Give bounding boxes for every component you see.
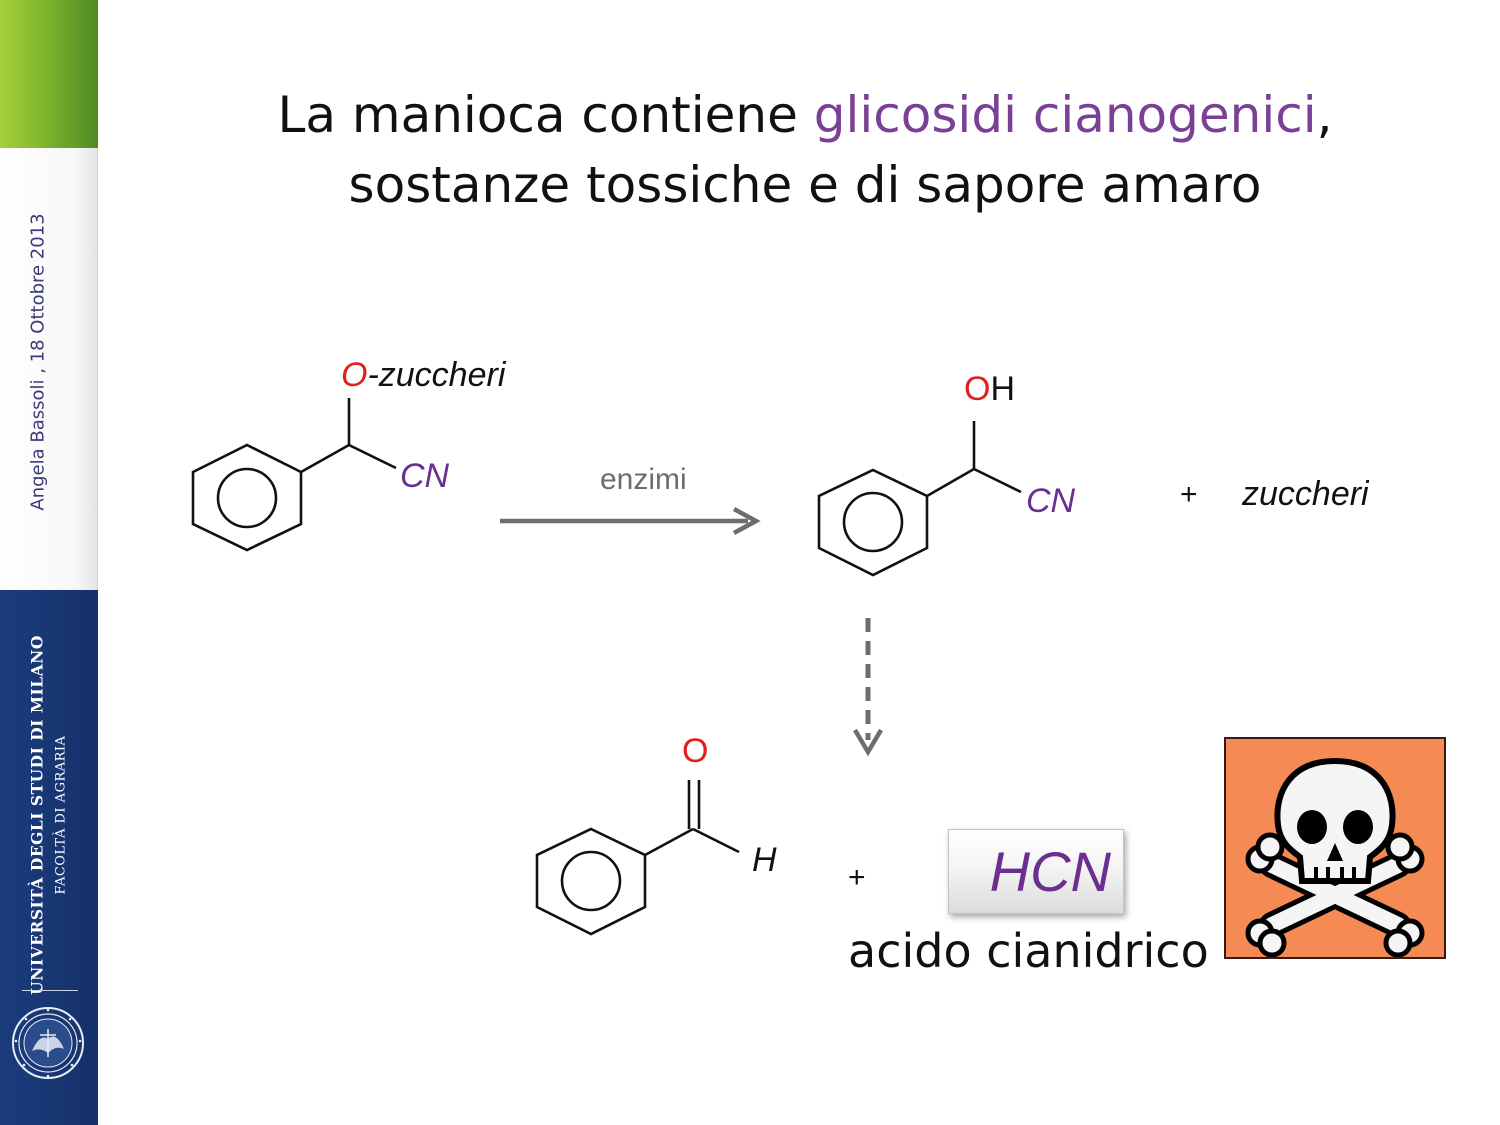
product-aromatic-circle [842, 491, 904, 553]
hazard-symbol-box [1224, 737, 1446, 959]
dashed-decomposition-arrow [853, 618, 883, 757]
benzaldehyde-aromatic-circle [560, 850, 622, 912]
benzaldehyde-o-label: O [682, 732, 709, 770]
arrow-label-enzimi: enzimi [600, 463, 687, 496]
slide-title: La manioca contiene glicosidi cianogenic… [180, 80, 1430, 220]
title-text-start: La manioca contiene [277, 86, 814, 144]
reactant-bond-cn [348, 443, 397, 470]
reaction-arrow [500, 507, 761, 535]
product-h-atom: H [990, 370, 1016, 408]
reactant-cn-label: CN [400, 457, 450, 495]
hcn-name: acido cianidrico [848, 924, 1209, 978]
benzaldehyde-bond-ring [644, 827, 694, 857]
title-line-2: sostanze tossiche e di sapore amaro [348, 156, 1262, 214]
title-text-end: , [1316, 86, 1333, 144]
benzaldehyde-h-label: H [752, 841, 777, 879]
reactant-o-substituent: -zuccheri [367, 356, 506, 394]
reactant-bond-ring [300, 443, 350, 474]
product-bond-ring [926, 467, 975, 498]
university-seal-icon [12, 1007, 84, 1079]
reactant-o-label: O-zuccheri [341, 358, 505, 392]
product-o-atom: O [964, 370, 991, 408]
plus-sign-1: + [1180, 478, 1198, 511]
benzaldehyde-molecule [535, 780, 740, 936]
sidebar-author-strip [0, 148, 98, 590]
sidebar: Angela Bassoli , 18 Ottobre 2013 UNIVERS… [0, 0, 98, 1125]
product-cn-label: CN [1026, 482, 1076, 520]
benzaldehyde-bond-h [692, 827, 740, 854]
plus-sign-2: + [848, 861, 866, 894]
reactant-o-atom: O [341, 356, 368, 394]
reactant-aromatic-circle [216, 467, 278, 529]
product-oh-label: OH [964, 372, 1015, 406]
product-benzene-ring [817, 468, 929, 577]
reactant-benzene-ring [191, 443, 303, 552]
product-bond-cn [973, 467, 1022, 494]
sidebar-divider [22, 990, 78, 991]
title-line-1: La manioca contiene glicosidi cianogenic… [180, 80, 1430, 150]
sidebar-green-accent [0, 0, 98, 148]
reactant-molecule [191, 398, 397, 552]
hcn-label-box: HCN [948, 829, 1124, 914]
hcn-label: HCN [989, 840, 1111, 903]
benzaldehyde-benzene-ring [535, 827, 647, 936]
byproduct-zuccheri: zuccheri [1242, 475, 1369, 513]
title-highlight: glicosidi cianogenici [813, 86, 1317, 144]
product-molecule [817, 421, 1022, 577]
skull-crossbones-icon [1245, 757, 1425, 958]
